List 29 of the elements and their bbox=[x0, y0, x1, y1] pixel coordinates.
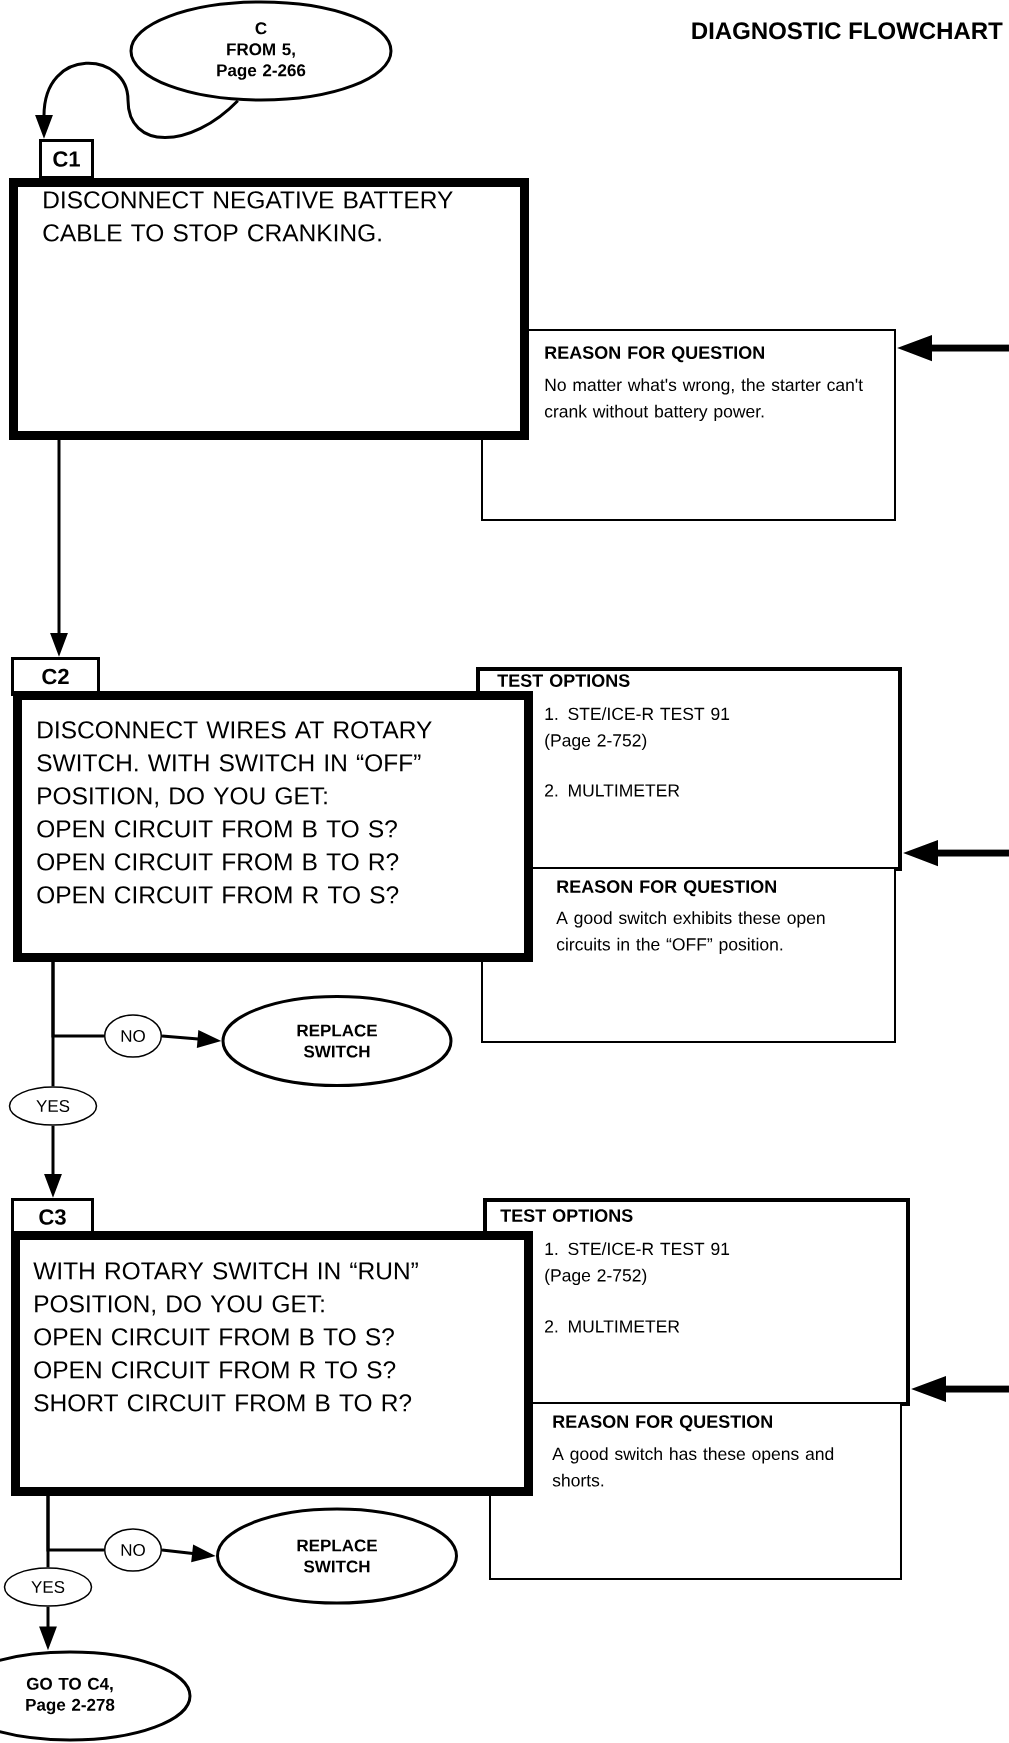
step-box: DISCONNECT NEGATIVE BATTERY CABLE TO STOP CRANKING. bbox=[9, 178, 529, 440]
node-label: OPEN CIRCUIT FROM B TO S? bbox=[37, 820, 397, 838]
answer-oval: NO bbox=[103, 1528, 163, 1572]
connector-line bbox=[46, 1496, 50, 1568]
arrow bbox=[35, 61, 239, 140]
step-tab: C3 bbox=[11, 1198, 94, 1236]
answer-oval: YES bbox=[3, 1567, 93, 1607]
answer-oval: NO bbox=[103, 1014, 163, 1058]
node-label: OPEN CIRCUIT FROM B TO R? bbox=[37, 853, 399, 871]
connector-oval: C FROM 5, Page 2-266 bbox=[129, 0, 393, 102]
reason-box: REASON FOR QUESTION No matter what's wrong, the starter can't crank without battery power. bbox=[481, 329, 896, 521]
step-tab: C2 bbox=[11, 657, 100, 696]
node-label: OPEN CIRCUIT FROM B TO S? bbox=[34, 1328, 394, 1346]
connector-line bbox=[51, 962, 55, 1087]
node-label: OPEN CIRCUIT FROM R TO S? bbox=[37, 886, 399, 904]
action-oval: REPLACE SWITCH bbox=[221, 995, 453, 1087]
node-label: SHORT CIRCUIT FROM B TO R? bbox=[34, 1394, 412, 1412]
diagram-title: DIAGNOSTIC FLOWCHART bbox=[692, 22, 1003, 40]
answer-oval: YES bbox=[8, 1086, 98, 1126]
action-oval: REPLACE SWITCH bbox=[216, 1507, 458, 1605]
step-box: WITH ROTARY SWITCH IN “RUN” POSITION, DO YOU GET: OPEN CIRCUIT FROM B TO S? OPEN CIRCUIT FROM R TO S? SHORT CIRCUIT FROM B TO R? bbox=[11, 1231, 533, 1496]
reason-box: REASON FOR QUESTION A good switch exhibits these open circuits in the “OFF” position. bbox=[481, 867, 896, 1043]
node-label: OPEN CIRCUIT FROM R TO S? bbox=[34, 1361, 396, 1379]
node-label: WITH ROTARY SWITCH IN “RUN” POSITION, DO YOU GET: bbox=[33, 1262, 418, 1316]
step-box: DISCONNECT WIRES AT ROTARY SWITCH. WITH SWITCH IN “OFF” POSITION, DO YOU GET: OPEN CIRCUIT FROM B TO S? OPEN CIRCUIT FROM B TO R? OPEN CIRCUIT FROM R TO S? bbox=[13, 691, 533, 962]
node-label: DISCONNECT WIRES AT ROTARY SWITCH. WITH SWITCH IN “OFF” POSITION, DO YOU GET: bbox=[37, 721, 432, 808]
step-tab: C1 bbox=[39, 139, 94, 179]
reason-box: REASON FOR QUESTION A good switch has these opens and shorts. bbox=[489, 1402, 902, 1580]
test-options-box: TEST OPTIONS 1. STE/ICE-R TEST 91 (Page 2-752) 2. MULTIMETER bbox=[483, 1198, 910, 1406]
